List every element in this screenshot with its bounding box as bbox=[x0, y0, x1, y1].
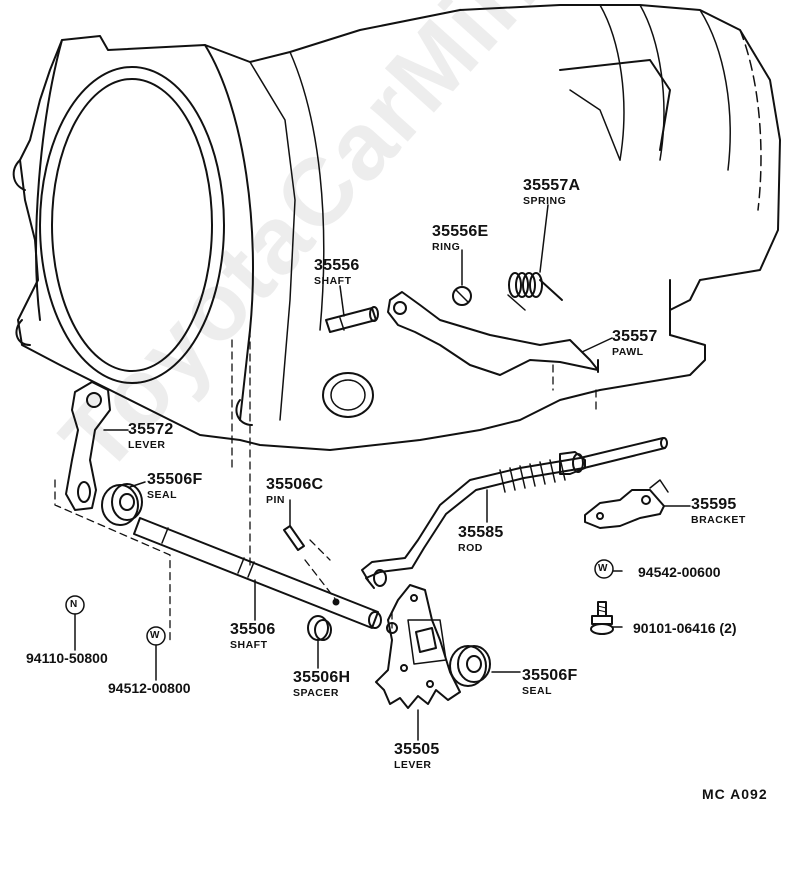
label-90101-06416: 90101-06416 (2) bbox=[633, 620, 737, 636]
label-35505: 35505 LEVER bbox=[394, 742, 440, 771]
part-name: SHAFT bbox=[230, 639, 268, 651]
label-35557a: 35557A SPRING bbox=[523, 178, 580, 207]
ring-35556e-drawing bbox=[452, 286, 472, 306]
label-94542-00600: 94542-00600 bbox=[638, 564, 721, 580]
part-name: PIN bbox=[266, 494, 286, 506]
label-35585: 35585 ROD bbox=[458, 525, 504, 554]
label-35506c: 35506C PIN bbox=[266, 477, 323, 506]
washer-94542-drawing bbox=[594, 559, 614, 579]
part-number: 35506H bbox=[293, 669, 351, 686]
part-name: SEAL bbox=[147, 489, 178, 501]
part-number: 35506C bbox=[266, 476, 324, 493]
part-name: RING bbox=[432, 241, 461, 253]
label-35572: 35572 LEVER bbox=[128, 422, 174, 451]
part-number: 35557A bbox=[523, 177, 581, 194]
spacer-35506h-drawing bbox=[307, 615, 332, 641]
pin-35506c-drawing bbox=[283, 525, 305, 551]
part-number: 35556E bbox=[432, 223, 489, 240]
label-35557: 35557 PAWL bbox=[612, 329, 658, 358]
part-number: 35556 bbox=[314, 257, 360, 274]
label-35556e: 35556E RING bbox=[432, 224, 488, 253]
label-35506: 35506 SHAFT bbox=[230, 622, 276, 651]
label-35556: 35556 SHAFT bbox=[314, 258, 360, 287]
part-name: SPRING bbox=[523, 195, 567, 207]
washer-symbol-94542: W bbox=[598, 563, 608, 574]
part-number: 35572 bbox=[128, 421, 174, 438]
part-name: LEVER bbox=[394, 759, 432, 771]
nut-symbol: N bbox=[70, 599, 78, 610]
transmission-case bbox=[12, 4, 781, 451]
leader-lines bbox=[74, 204, 691, 741]
shaft-35506-drawing bbox=[133, 517, 382, 629]
label-94110-50800: 94110-50800 bbox=[26, 650, 108, 666]
pawl-35557-drawing bbox=[387, 291, 599, 376]
bolt-90101-drawing bbox=[590, 601, 614, 635]
part-number: 35585 bbox=[458, 524, 504, 541]
part-number: 35506F bbox=[522, 667, 578, 684]
part-name: LEVER bbox=[128, 439, 166, 451]
part-number: 35595 bbox=[691, 496, 737, 513]
label-35506f-left: 35506F SEAL bbox=[147, 472, 202, 501]
part-name: PAWL bbox=[612, 346, 644, 358]
shaft-35556-drawing bbox=[325, 306, 379, 333]
spring-35557a-drawing bbox=[507, 272, 563, 311]
lever-35505-drawing bbox=[375, 584, 461, 709]
part-name: BRACKET bbox=[691, 514, 746, 526]
part-number: 35557 bbox=[612, 328, 658, 345]
rod-35585-drawing bbox=[361, 437, 668, 589]
part-name: ROD bbox=[458, 542, 483, 554]
part-name: SPACER bbox=[293, 687, 339, 699]
assembly-lines bbox=[54, 329, 597, 641]
label-35595: 35595 BRACKET bbox=[691, 497, 746, 526]
part-name: SHAFT bbox=[314, 275, 352, 287]
part-name: SEAL bbox=[522, 685, 553, 697]
label-35506f-right: 35506F SEAL bbox=[522, 668, 577, 697]
label-35506h: 35506H SPACER bbox=[293, 670, 350, 699]
washer-symbol-94512: W bbox=[150, 630, 160, 641]
seal-35506f-left-drawing bbox=[101, 483, 143, 526]
part-number: 35506 bbox=[230, 621, 276, 638]
label-94512-00800: 94512-00800 bbox=[108, 680, 191, 696]
diagram-code: MC A092 bbox=[702, 786, 768, 802]
seal-35506f-right-drawing bbox=[449, 645, 491, 687]
bracket-35595-drawing bbox=[584, 479, 669, 529]
lever-35572-drawing bbox=[65, 381, 111, 511]
part-number: 35505 bbox=[394, 741, 440, 758]
part-number: 35506F bbox=[147, 471, 203, 488]
